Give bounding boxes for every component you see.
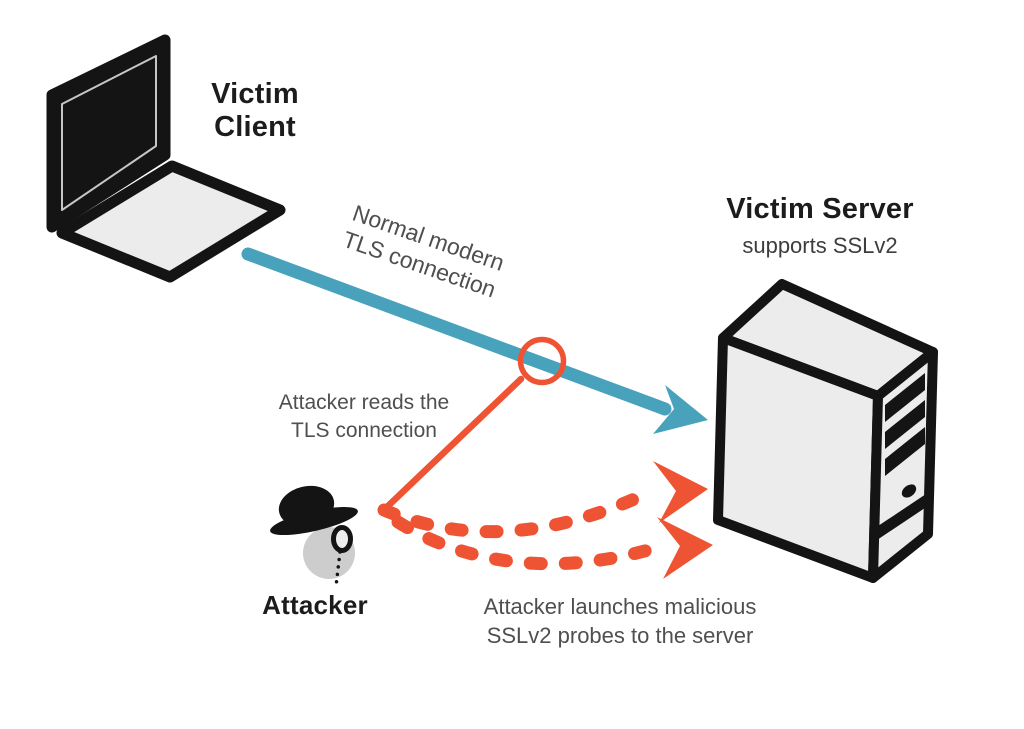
tls-arrow-shaft [241,247,672,416]
victim-client-line1: Victim [211,78,299,110]
victim-client-line2: Client [214,111,296,143]
eavesdrop-circle [517,336,567,386]
victim-server-subtitle: supports SSLv2 [742,233,898,258]
probes-label-line2: SSLv2 probes to the server [486,623,754,648]
probe-arrow-upper-dashes [377,489,648,539]
attacker-label: Attacker [262,590,368,620]
eavesdrop-label: Attacker reads the TLS connection [256,389,472,445]
laptop-screen-bezel [61,55,157,211]
server-panel-divider [872,493,934,539]
attacker-monocle [331,525,353,553]
probe-arrow-upper-head [653,461,708,523]
server-vent-slat [885,400,925,449]
probes-label: Attacker launches malicious SSLv2 probes… [455,592,785,650]
victim-client-label: Victim Client [150,78,360,144]
probes-label-line1: Attacker launches malicious [483,594,757,619]
probe-arrow-lower-dashes [391,515,659,571]
laptop-screen [46,34,171,233]
attacker-icon [270,485,358,588]
server-vent-slat [885,373,925,422]
eavesdrop-label-line2: TLS connection [291,419,437,442]
attacker-monocle-string [334,550,342,588]
probe-arrow-lower-head [657,517,713,579]
tls-arrow [241,247,708,434]
laptop-icon [46,34,286,283]
laptop-base [56,160,286,283]
victim-server-label: Victim Server supports SSLv2 [660,194,980,261]
tls-arrowhead [653,385,708,434]
eavesdrop-label-line1: Attacker reads the [278,391,450,414]
server-power-button [901,484,917,498]
eavesdrop-line [384,375,525,510]
server-icon [713,279,938,583]
server-vent-slat [885,427,925,476]
attacker-bowler-hat [270,485,358,536]
probe-arrows [377,461,713,579]
victim-server-title: Victim Server [726,193,914,225]
